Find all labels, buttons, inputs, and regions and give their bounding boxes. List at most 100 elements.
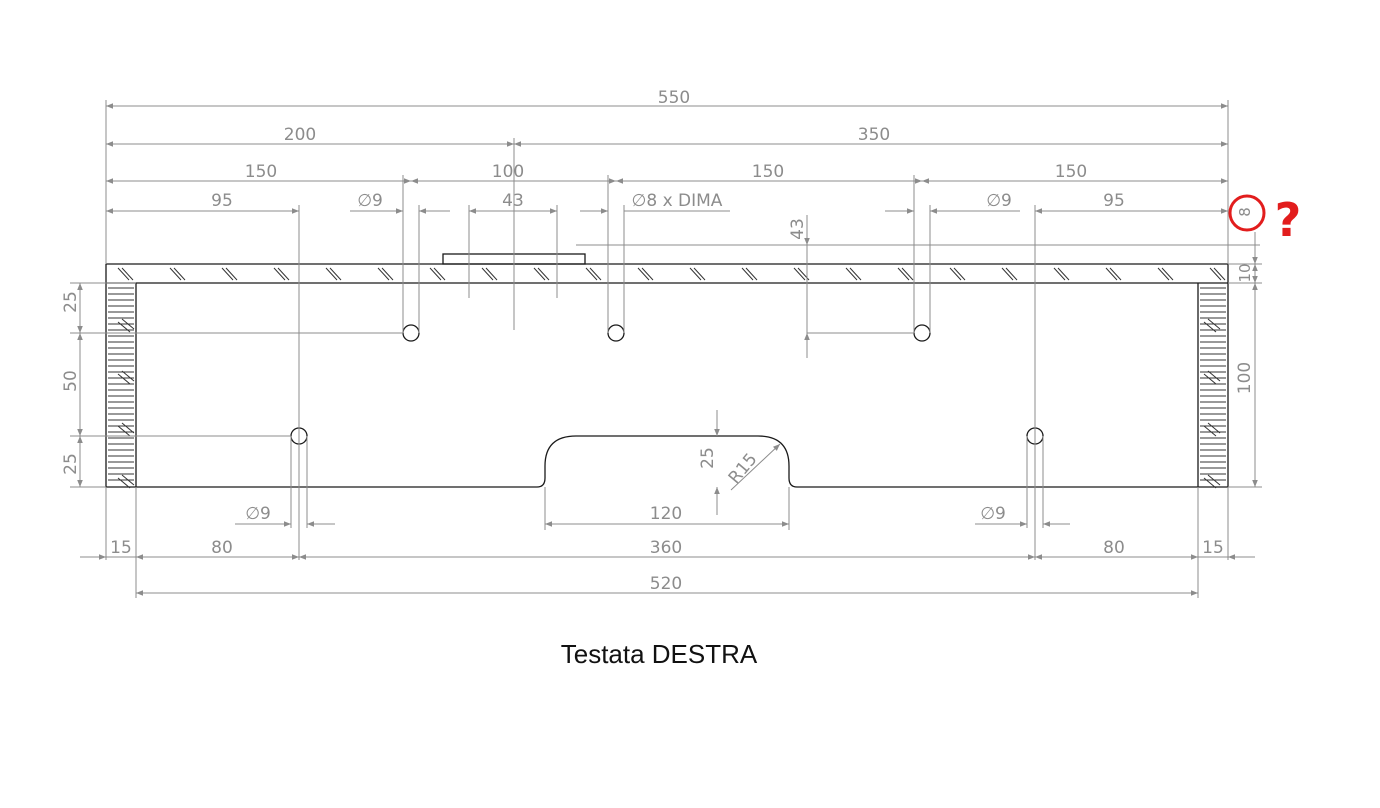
hatch-line	[1005, 267, 1018, 281]
hatch-line	[485, 267, 498, 281]
hatch-line	[325, 267, 338, 281]
hatch-line	[689, 267, 702, 281]
hatch-line	[849, 267, 862, 281]
hole-top-middle	[607, 324, 625, 342]
dim-43-vertical: 43	[788, 218, 808, 240]
dim-10-thickness: 10	[1236, 263, 1254, 282]
hatch-line	[949, 267, 962, 281]
dim-25-left-top: 25	[61, 291, 81, 313]
part-outline	[105, 253, 1229, 488]
hatch-line	[693, 267, 706, 281]
dim-520: 520	[650, 574, 682, 594]
hatch-line	[901, 267, 914, 281]
hatch-line	[589, 267, 602, 281]
hatch-line	[117, 267, 130, 281]
hatch-line	[1105, 267, 1118, 281]
dim-550: 550	[658, 88, 690, 108]
hatch-line	[741, 267, 754, 281]
dim-dia-9-top-right: ∅9	[986, 191, 1012, 211]
hatch-line	[121, 318, 135, 330]
dim-80-right: 80	[1103, 538, 1125, 558]
dim-95-right: 95	[1103, 191, 1125, 211]
question-annotation: ?	[1228, 193, 1302, 247]
hatch-line	[1213, 267, 1226, 281]
hatch-line	[481, 267, 494, 281]
dim-dia-8-dima: ∅8 x DIMA	[632, 191, 723, 211]
hatch-line	[637, 267, 650, 281]
hatch-line	[1207, 370, 1221, 382]
dim-100: 100	[492, 162, 524, 182]
hatch-line	[537, 267, 550, 281]
question-mark: ?	[1275, 193, 1302, 247]
hatch-line	[585, 267, 598, 281]
hatch-line	[173, 267, 186, 281]
hatch-line	[1053, 267, 1066, 281]
dim-120: 120	[650, 504, 682, 524]
hatch-line	[121, 422, 135, 434]
hatch-line	[225, 267, 238, 281]
hatch-line	[845, 267, 858, 281]
hatch-line	[1109, 267, 1122, 281]
hatch-line	[953, 267, 966, 281]
section-hatching-top	[117, 267, 1226, 281]
hatch-line	[897, 267, 910, 281]
hatch-line	[1207, 422, 1221, 434]
hatch-line	[121, 267, 134, 281]
dim-dia-9-top-left: ∅9	[357, 191, 383, 211]
hatch-line	[121, 474, 135, 486]
hatch-line	[117, 321, 131, 333]
dim-8-edge: 8	[1236, 207, 1254, 217]
dim-80-left: 80	[211, 538, 233, 558]
dim-r15: R15	[725, 450, 762, 488]
dim-200: 200	[284, 125, 316, 145]
hatch-line	[1161, 267, 1174, 281]
dim-150-a: 150	[245, 162, 277, 182]
hatch-line	[1209, 267, 1222, 281]
hatch-line	[277, 267, 290, 281]
dimension-lines	[77, 103, 1258, 596]
hatch-line	[1207, 318, 1221, 330]
drawing-title: Testata DESTRA	[561, 639, 758, 669]
dimension-texts: 550 200 350 150 100 150 150 95 ∅9 43 ∅8 …	[61, 88, 1255, 594]
hatch-line	[1203, 373, 1217, 385]
section-hatching-left	[108, 287, 135, 489]
hatch-line	[117, 425, 131, 437]
hatch-line	[117, 477, 131, 489]
hatch-line	[793, 267, 806, 281]
dim-95-left: 95	[211, 191, 233, 211]
hatch-line	[121, 370, 135, 382]
holes	[290, 324, 1044, 445]
dim-15-left: 15	[110, 538, 132, 558]
dim-100-height: 100	[1235, 362, 1255, 394]
hatch-line	[1203, 425, 1217, 437]
hatch-line	[1057, 267, 1070, 281]
hatch-line	[377, 267, 390, 281]
hatch-line	[1203, 477, 1217, 489]
hatch-line	[1207, 474, 1221, 486]
dim-360: 360	[650, 538, 682, 558]
hatch-line	[329, 267, 342, 281]
hatch-line	[433, 267, 446, 281]
hatch-line	[1001, 267, 1014, 281]
dim-150-c: 150	[1055, 162, 1087, 182]
dim-dia-9-bottom-left: ∅9	[245, 504, 271, 524]
hatch-line	[221, 267, 234, 281]
hole-top-right	[913, 324, 931, 342]
dim-15-right: 15	[1202, 538, 1224, 558]
hatch-line	[1157, 267, 1170, 281]
section-hatching-right	[1200, 287, 1226, 489]
hatch-line	[1203, 321, 1217, 333]
dim-43-dima: 43	[502, 191, 524, 211]
red-circle-highlight-icon	[1228, 194, 1266, 232]
hatch-line	[117, 373, 131, 385]
hatch-line	[169, 267, 182, 281]
hatch-line	[533, 267, 546, 281]
hatch-line	[429, 267, 442, 281]
hatch-line	[641, 267, 654, 281]
hatch-line	[745, 267, 758, 281]
dim-dia-9-bottom-right: ∅9	[980, 504, 1006, 524]
dim-150-b: 150	[752, 162, 784, 182]
dim-50-left: 50	[61, 370, 81, 392]
hatch-line	[273, 267, 286, 281]
